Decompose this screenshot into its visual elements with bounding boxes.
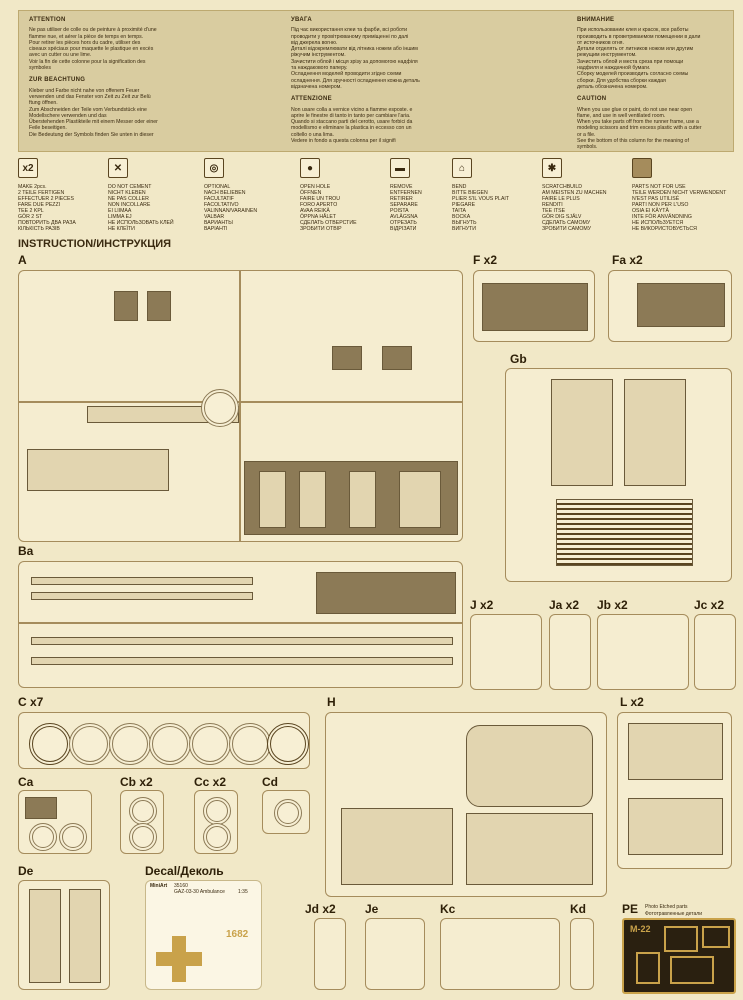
sprue-label-ba: Ba xyxy=(18,544,34,558)
sprue-label-cd: Cd xyxy=(262,775,278,789)
scratchbuild-icon: ✱ xyxy=(542,158,562,178)
sprue-label-f: F x2 xyxy=(473,253,498,267)
symbol-make-two: x2 MAKE 2pcs. 2 TEILE FERTIGEN EFFECTUER… xyxy=(18,158,104,232)
symbol-parts-not-used: PARTS NOT FOR USE TEILE WERDEN NICHT VER… xyxy=(632,158,737,232)
attention-col-ru-en: ВНИМАНИЕ При использовании клея и красок… xyxy=(577,17,727,157)
symbol-text: DO NOT CEMENT NICHT KLEBEN NE PAS COLLER… xyxy=(108,184,174,232)
sprue-label-gb: Gb xyxy=(510,352,527,366)
attention-de-text: Kleber und Farbe nicht nahe von offenem … xyxy=(29,87,158,138)
sprue-label-h: H xyxy=(327,695,336,709)
symbol-no-cement: ✕ DO NOT CEMENT NICHT KLEBEN NE PAS COLL… xyxy=(108,158,194,232)
sprue-ca xyxy=(18,790,92,854)
sprue-label-je: Je xyxy=(365,902,379,916)
attention-ua-text: Під час використання клеи та фарби, всі … xyxy=(291,27,420,90)
sprue-gb xyxy=(505,368,732,582)
attention-panel: ATTENTION Ne pas utiliser de colle ou de… xyxy=(18,10,734,152)
sprue-jc xyxy=(694,614,736,690)
sprue-label-cc: Cc x2 xyxy=(194,775,227,789)
sprue-label-a: A xyxy=(18,253,27,267)
sprue-ba xyxy=(18,561,463,688)
sprue-cd xyxy=(262,790,310,834)
symbol-text: MAKE 2pcs. 2 TEILE FERTIGEN EFFECTUER 2 … xyxy=(18,184,76,232)
sprue-label-jd: Jd x2 xyxy=(305,902,336,916)
attention-ru-title: ВНИМАНИЕ xyxy=(577,17,615,23)
sprue-label-j: J x2 xyxy=(470,598,494,612)
make-two-icon: x2 xyxy=(18,158,38,178)
sprue-a xyxy=(18,270,463,542)
attention-fr-title: ATTENTION xyxy=(29,17,66,23)
sprue-label-jc: Jc x2 xyxy=(694,598,725,612)
pe-mark: M-22 xyxy=(630,924,651,934)
sprue-label-fa: Fa x2 xyxy=(612,253,643,267)
symbol-open-hole: ● OPEN HOLE ÖFFNEN FAIRE UN TROU FORO AP… xyxy=(300,158,386,232)
sprue-label-cb: Cb x2 xyxy=(120,775,153,789)
instruction-title: INSTRUCTION/ИНСТРУКЦИЯ xyxy=(18,238,172,250)
red-cross-decal xyxy=(156,936,202,982)
symbol-remove: ▬ REMOVE ENTFERNEN RETIRER SEPARARE POIS… xyxy=(390,158,476,232)
sprue-l xyxy=(617,712,732,869)
symbol-bend: ⌂ BEND BITTE BIEGEN PLIER S'IL VOUS PLAI… xyxy=(452,158,538,232)
decal-number: 1682 xyxy=(226,929,249,940)
sprue-cc xyxy=(194,790,238,854)
sprue-label-ca: Ca xyxy=(18,775,34,789)
sprue-c xyxy=(18,712,310,769)
attention-fr-text: Ne pas utiliser de colle ou de peinture … xyxy=(29,27,157,72)
sprue-kd xyxy=(570,918,594,990)
attention-ru-text: При использовании клея и красок, все раб… xyxy=(577,27,701,90)
attention-it-text: Non usare colla a vernice vicino a fiamm… xyxy=(291,106,413,145)
attention-de-title: ZUR BEACHTUNG xyxy=(29,77,86,84)
sprue-label-pe: PE xyxy=(622,902,639,916)
attention-col-ua-it: УВАГА Під час використання клеи та фарби… xyxy=(291,17,506,150)
open-hole-icon: ● xyxy=(300,158,320,178)
attention-it-title: ATTENZIONE xyxy=(291,96,332,103)
sprue-j xyxy=(470,614,542,690)
optional-icon: ◎ xyxy=(204,158,224,178)
sprue-label-ja: Ja x2 xyxy=(549,598,580,612)
parts-not-used-icon xyxy=(632,158,652,178)
sprue-je xyxy=(365,918,425,990)
symbol-text: REMOVE ENTFERNEN RETIRER SEPARARE POISTA… xyxy=(390,184,422,232)
attention-ua-title: УВАГА xyxy=(291,17,312,23)
pe-caption: Photo Etched parts xyxy=(645,904,688,910)
sprue-fa xyxy=(608,270,732,342)
sprue-label-jb: Jb x2 xyxy=(597,598,628,612)
symbol-scratchbuild: ✱ SCRATCHBUILD AM MEISTEN ZU MACHEN FAIR… xyxy=(542,158,628,232)
sprue-jb xyxy=(597,614,689,690)
sprue-label-decal: Decal/Деколь xyxy=(145,864,224,878)
no-cement-icon: ✕ xyxy=(108,158,128,178)
attention-col-fr-de: ATTENTION Ne pas utiliser de colle ou de… xyxy=(29,17,244,144)
symbol-text: PARTS NOT FOR USE TEILE WERDEN NICHT VER… xyxy=(632,184,727,232)
sprue-label-kc: Kc xyxy=(440,902,456,916)
decal-brand: MiniArt xyxy=(150,883,168,889)
sprue-label-de: De xyxy=(18,864,34,878)
remove-icon: ▬ xyxy=(390,158,410,178)
symbol-text: SCRATCHBUILD AM MEISTEN ZU MACHEN FAIRE … xyxy=(542,184,607,232)
attention-en-title: CAUTION xyxy=(577,96,607,103)
sprue-jd xyxy=(314,918,346,990)
sprue-cb xyxy=(120,790,164,854)
symbol-text: OPTIONAL NACH BELIEBEN FACULTATIF FACOLT… xyxy=(204,184,258,232)
sprue-f xyxy=(473,270,595,342)
sprue-label-c: C x7 xyxy=(18,695,44,709)
sprue-h xyxy=(325,712,607,897)
decal-code: 35160 xyxy=(174,883,188,889)
decal-sheet: MiniArt 35160 GAZ-03-30 Ambulance 1:35 1… xyxy=(145,880,262,990)
symbol-optional: ◎ OPTIONAL NACH BELIEBEN FACULTATIF FACO… xyxy=(204,158,290,232)
sprue-label-l: L x2 xyxy=(620,695,644,709)
sprue-kc xyxy=(440,918,560,990)
symbol-text: OPEN HOLE ÖFFNEN FAIRE UN TROU FORO APER… xyxy=(300,184,357,232)
bend-icon: ⌂ xyxy=(452,158,472,178)
sprue-ja xyxy=(549,614,591,690)
pe-caption-ru: Фототравленные детали xyxy=(645,911,703,917)
symbol-text: BEND BITTE BIEGEN PLIER S'IL VOUS PLAIT … xyxy=(452,184,510,232)
decal-name: GAZ-03-30 Ambulance xyxy=(174,889,225,895)
attention-en-text: When you use glue or paint, do not use n… xyxy=(577,106,702,151)
sprue-label-kd: Kd xyxy=(570,902,586,916)
photo-etched-fret: M-22 xyxy=(622,918,736,994)
sprue-de xyxy=(18,880,110,990)
decal-scale: 1:35 xyxy=(238,889,248,895)
